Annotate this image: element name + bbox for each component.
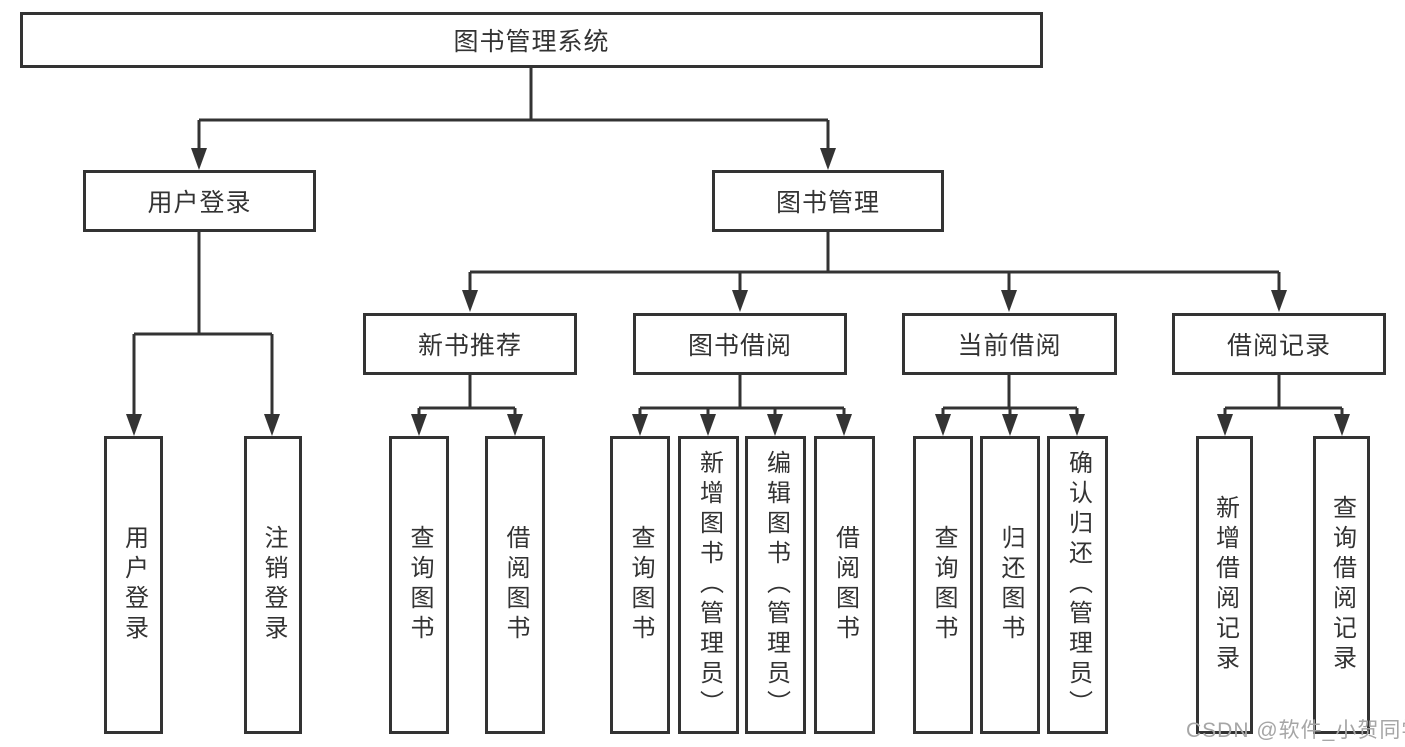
tree-node-label: 新增图书（管理员） <box>695 450 723 720</box>
tree-node-label: 用户登录 <box>120 525 148 645</box>
tree-leaf-logout: 注销登录 <box>244 436 302 734</box>
arrowhead-icons <box>126 148 1350 436</box>
tree-leaf-records-query-borrow-record: 查询借阅记录 <box>1313 436 1370 734</box>
tree-node-label: 借阅记录 <box>1226 332 1331 360</box>
tree-leaf-borrowing-edit-books-admin: 编辑图书（管理员） <box>745 436 806 734</box>
tree-leaf-newbook-borrow-books: 借阅图书 <box>485 436 545 734</box>
tree-leaf-borrowing-add-books-admin: 新增图书（管理员） <box>678 436 739 734</box>
tree-node-label: 新书推荐 <box>417 332 522 360</box>
tree-node-label: 查询借阅记录 <box>1328 495 1356 675</box>
tree-leaf-borrowing-query-books: 查询图书 <box>610 436 670 734</box>
tree-leaf-records-add-borrow-record: 新增借阅记录 <box>1196 436 1253 734</box>
tree-node-label: 查询图书 <box>930 525 957 645</box>
tree-leaf-current-query-books: 查询图书 <box>913 436 973 734</box>
tree-node-label: 查询图书 <box>627 525 654 645</box>
tree-node-label: 确认归还（管理员） <box>1064 450 1092 720</box>
tree-leaf-newbook-query-books: 查询图书 <box>389 436 449 734</box>
tree-node-label: 图书借阅 <box>687 332 792 360</box>
tree-node-label: 借阅图书 <box>831 525 859 645</box>
tree-node-label: 图书管理 <box>775 189 880 217</box>
tree-node-book-management: 图书管理 <box>712 170 944 232</box>
tree-node-label: 查询图书 <box>406 525 433 645</box>
tree-node-new-book-recommend: 新书推荐 <box>363 313 577 375</box>
tree-node-label: 图书管理系统 <box>453 28 610 56</box>
tree-node-label: 借阅图书 <box>502 525 529 645</box>
tree-leaf-current-confirm-return-admin: 确认归还（管理员） <box>1047 436 1108 734</box>
tree-node-borrow-records: 借阅记录 <box>1172 313 1386 375</box>
tree-node-label: 注销登录 <box>260 525 287 645</box>
tree-node-label: 当前借阅 <box>957 332 1062 360</box>
tree-node-label: 新增借阅记录 <box>1211 495 1239 675</box>
connector-edges <box>132 68 1344 418</box>
tree-node-current-borrowing: 当前借阅 <box>902 313 1117 375</box>
tree-node-label: 用户登录 <box>147 189 252 217</box>
tree-node-label: 编辑图书（管理员） <box>762 450 790 720</box>
tree-leaf-user-login: 用户登录 <box>104 436 163 734</box>
tree-node-label: 归还图书 <box>997 525 1024 645</box>
tree-node-user-login: 用户登录 <box>83 170 316 232</box>
tree-node-book-borrowing: 图书借阅 <box>633 313 847 375</box>
csdn-watermark: CSDN @软件_小贺同学 <box>1186 719 1405 742</box>
tree-leaf-borrowing-borrow-books: 借阅图书 <box>814 436 875 734</box>
tree-leaf-current-return-books: 归还图书 <box>980 436 1040 734</box>
tree-node-library-system: 图书管理系统 <box>20 12 1043 68</box>
